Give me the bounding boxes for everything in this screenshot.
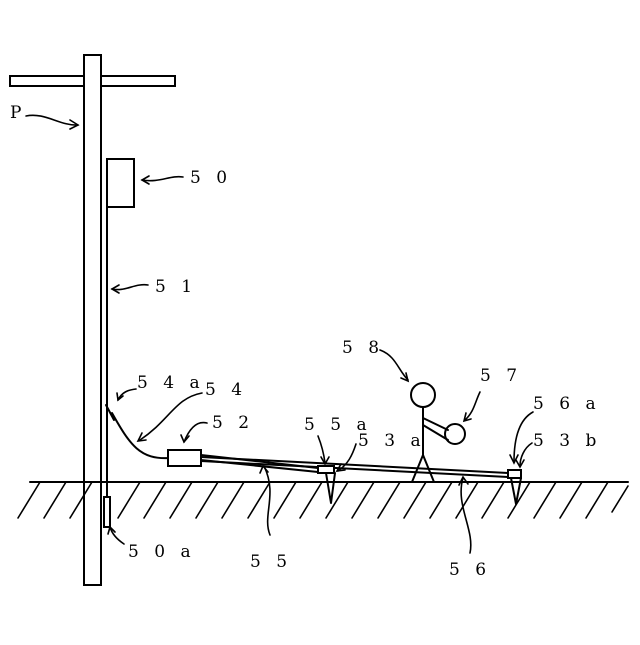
label-52: 5 2: [212, 413, 254, 433]
label-50a: 5 0 a: [128, 542, 196, 562]
stake-53a: [326, 473, 335, 503]
pole-shaft: [84, 55, 101, 585]
clip-56a: [508, 470, 521, 478]
label-51: 5 1: [155, 277, 197, 297]
leader-56: [461, 478, 471, 553]
leader-55: [264, 466, 270, 535]
leader-56a: [514, 412, 533, 462]
label-56a: 5 6 a: [533, 394, 601, 414]
clip-55a: [318, 466, 334, 473]
ground-electrode-50a: [104, 497, 110, 527]
leader-57: [465, 392, 480, 420]
label-53a: 5 3 a: [358, 431, 426, 451]
label-54: 5 4: [205, 380, 247, 400]
label-57: 5 7: [480, 366, 522, 386]
leader-lines: [26, 115, 533, 553]
label-50: 5 0: [190, 168, 232, 188]
leader-53a: [338, 444, 356, 471]
handheld-device-57: [445, 424, 465, 444]
meter-52: [168, 450, 201, 466]
label-55: 5 5: [250, 552, 292, 572]
leader-58: [380, 350, 408, 380]
lead-wire-56-lower: [201, 461, 508, 477]
label-53b: 5 3 b: [533, 431, 601, 451]
label-54a: 5 4 a: [137, 373, 205, 393]
device-box-50: [107, 159, 134, 207]
label-58: 5 8: [342, 338, 384, 358]
label-pole-p: P: [10, 103, 26, 123]
label-56: 5 6: [449, 560, 491, 580]
person-head: [411, 383, 435, 407]
utility-pole: [10, 55, 175, 585]
leader-54: [140, 393, 202, 440]
